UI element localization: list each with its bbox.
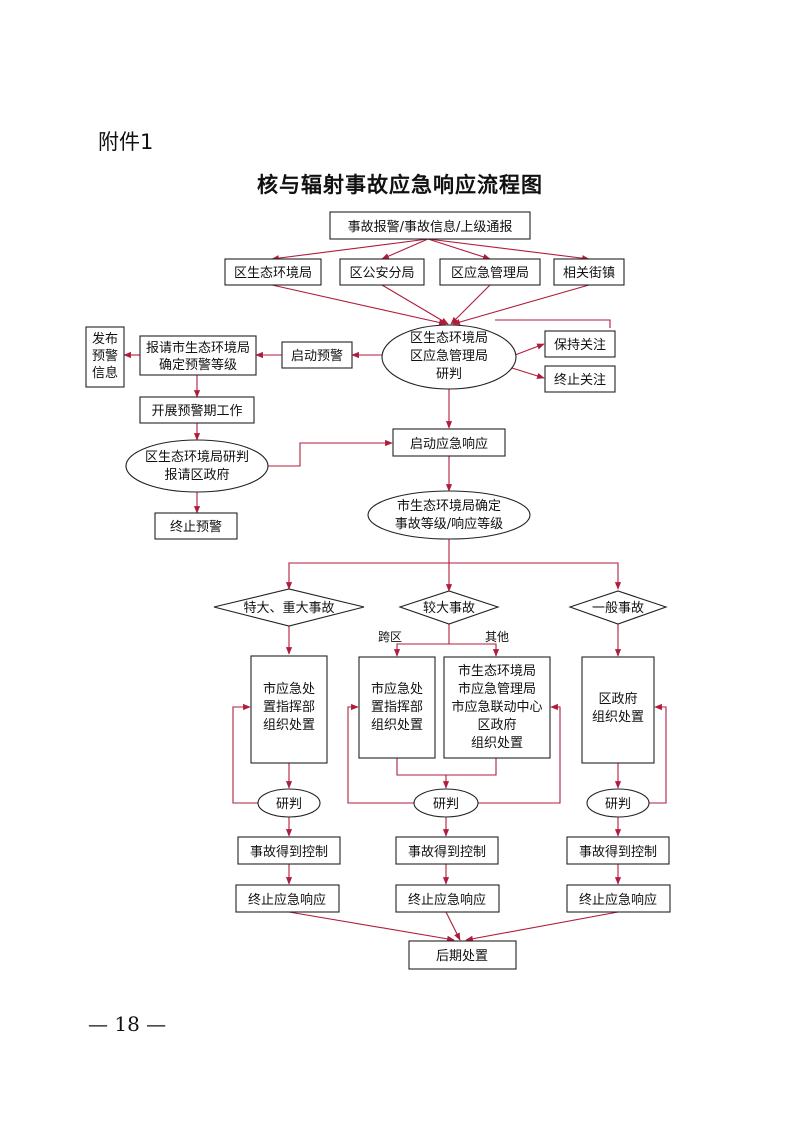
joint-judge-line-3: 研判 <box>436 367 462 382</box>
start-response-text: 启动应急响应 <box>410 436 488 452</box>
city-command-2-node: 市应急处 置指挥部 组织处置 <box>358 656 436 759</box>
report-node: 事故报警/事故信息/上级通报 <box>329 211 531 240</box>
eco-report-gov-node: 区生态环境局研判 报请区政府 <box>125 439 269 493</box>
report-text: 事故报警/事故信息/上级通报 <box>348 219 513 235</box>
aftermath-text: 后期处置 <box>436 949 488 964</box>
city-determine-line-2: 事故等级/响应等级 <box>395 516 503 532</box>
police-text: 区公安分局 <box>349 266 414 281</box>
joint-judge-line-2: 区应急管理局 <box>410 348 488 364</box>
joint-units-line-2: 市应急管理局 <box>458 681 536 697</box>
other-label: 其他 <box>485 630 509 644</box>
level-general-node: 一般事故 <box>568 590 668 625</box>
publish-line-2: 预警 <box>92 348 118 364</box>
level-major-text: 特大、重大事故 <box>243 600 334 616</box>
joint-units-line-3: 市应急联动中心 <box>451 699 542 715</box>
city-determine-line-1: 市生态环境局确定 <box>397 498 501 514</box>
end-response-3-text: 终止应急响应 <box>579 892 657 908</box>
joint-units-line-4: 区政府 <box>477 718 516 733</box>
joint-units-node: 市生态环境局 市应急管理局 市应急联动中心 区政府 组织处置 <box>443 656 551 759</box>
city-command-line-2: 置指挥部 <box>263 700 315 715</box>
start-warning-text: 启动预警 <box>291 348 343 364</box>
start-response-node: 启动应急响应 <box>392 428 506 457</box>
joint-judge-line-1: 区生态环境局 <box>410 331 488 346</box>
police-node: 区公安分局 <box>339 258 425 286</box>
publish-warning-node: 发布 预警 信息 <box>85 326 125 388</box>
warning-work-node: 开展预警期工作 <box>139 396 255 424</box>
publish-line-3: 信息 <box>92 365 118 381</box>
emergency-bureau-node: 区应急管理局 <box>439 258 541 286</box>
level-large-text: 较大事故 <box>423 601 475 616</box>
eco-bureau-node: 区生态环境局 <box>224 258 322 286</box>
controlled-2-text: 事故得到控制 <box>408 844 486 860</box>
aftermath-node: 后期处置 <box>408 940 517 970</box>
controlled-3-text: 事故得到控制 <box>579 844 657 860</box>
district-gov-line-1: 区政府 <box>598 692 637 707</box>
emergency-bureau-text: 区应急管理局 <box>451 265 529 281</box>
streets-node: 相关街镇 <box>553 258 625 286</box>
eco-report-gov-line-2: 报请区政府 <box>164 468 229 483</box>
report-city-line-1: 报请市生态环境局 <box>146 340 250 356</box>
city-command-2-line-3: 组织处置 <box>371 718 423 733</box>
district-gov-node: 区政府 组织处置 <box>581 656 655 764</box>
city-command-2-line-2: 置指挥部 <box>371 700 423 715</box>
judge-1-text: 研判 <box>276 797 302 812</box>
end-response-3-node: 终止应急响应 <box>566 884 671 913</box>
report-city-node: 报请市生态环境局 确定预警等级 <box>139 335 257 376</box>
keep-watch-node: 保持关注 <box>544 330 616 358</box>
page-title: 核与辐射事故应急响应流程图 <box>257 172 543 197</box>
eco-bureau-text: 区生态环境局 <box>234 266 312 281</box>
end-response-2-node: 终止应急响应 <box>395 884 500 913</box>
page-number: — 18 — <box>88 1012 167 1036</box>
stop-watch-node: 终止关注 <box>544 365 616 393</box>
publish-line-1: 发布 <box>92 331 118 347</box>
controlled-2-node: 事故得到控制 <box>395 836 499 865</box>
judge-2-node: 研判 <box>413 788 479 818</box>
city-command-line-1: 市应急处 <box>263 681 315 697</box>
end-response-1-node: 终止应急响应 <box>235 884 340 913</box>
level-general-text: 一般事故 <box>592 600 644 616</box>
end-warning-node: 终止预警 <box>154 512 238 540</box>
warning-work-text: 开展预警期工作 <box>151 403 242 419</box>
judge-2-text: 研判 <box>433 797 459 812</box>
keep-watch-text: 保持关注 <box>554 338 606 353</box>
controlled-3-node: 事故得到控制 <box>566 836 670 865</box>
flow-edges <box>123 238 667 942</box>
controlled-1-text: 事故得到控制 <box>250 844 328 860</box>
level-large-node: 较大事故 <box>398 590 500 625</box>
joint-units-line-1: 市生态环境局 <box>458 663 536 679</box>
joint-judge-node: 区生态环境局 区应急管理局 研判 <box>381 324 517 390</box>
judge-3-text: 研判 <box>605 797 631 812</box>
report-city-line-2: 确定预警等级 <box>159 357 237 373</box>
end-response-1-text: 终止应急响应 <box>248 892 326 908</box>
attachment-label: 附件1 <box>98 130 154 154</box>
controlled-1-node: 事故得到控制 <box>237 836 341 865</box>
cross-district-label: 跨区 <box>378 630 402 644</box>
judge-3-node: 研判 <box>586 788 650 818</box>
start-warning-node: 启动预警 <box>281 341 353 369</box>
city-command-line-3: 组织处置 <box>263 718 315 733</box>
city-determine-node: 市生态环境局确定 事故等级/响应等级 <box>367 490 531 540</box>
judge-1-node: 研判 <box>257 788 321 818</box>
city-command-2-line-1: 市应急处 <box>371 681 423 697</box>
end-warning-text: 终止预警 <box>170 519 222 535</box>
city-command-node: 市应急处 置指挥部 组织处置 <box>250 655 328 764</box>
joint-units-line-5: 组织处置 <box>471 736 523 751</box>
stop-watch-text: 终止关注 <box>554 372 606 388</box>
end-response-2-text: 终止应急响应 <box>408 892 486 908</box>
level-major-node: 特大、重大事故 <box>213 588 365 627</box>
streets-text: 相关街镇 <box>563 266 615 281</box>
eco-report-gov-line-1: 区生态环境局研判 <box>145 450 249 465</box>
district-gov-line-2: 组织处置 <box>592 710 644 725</box>
